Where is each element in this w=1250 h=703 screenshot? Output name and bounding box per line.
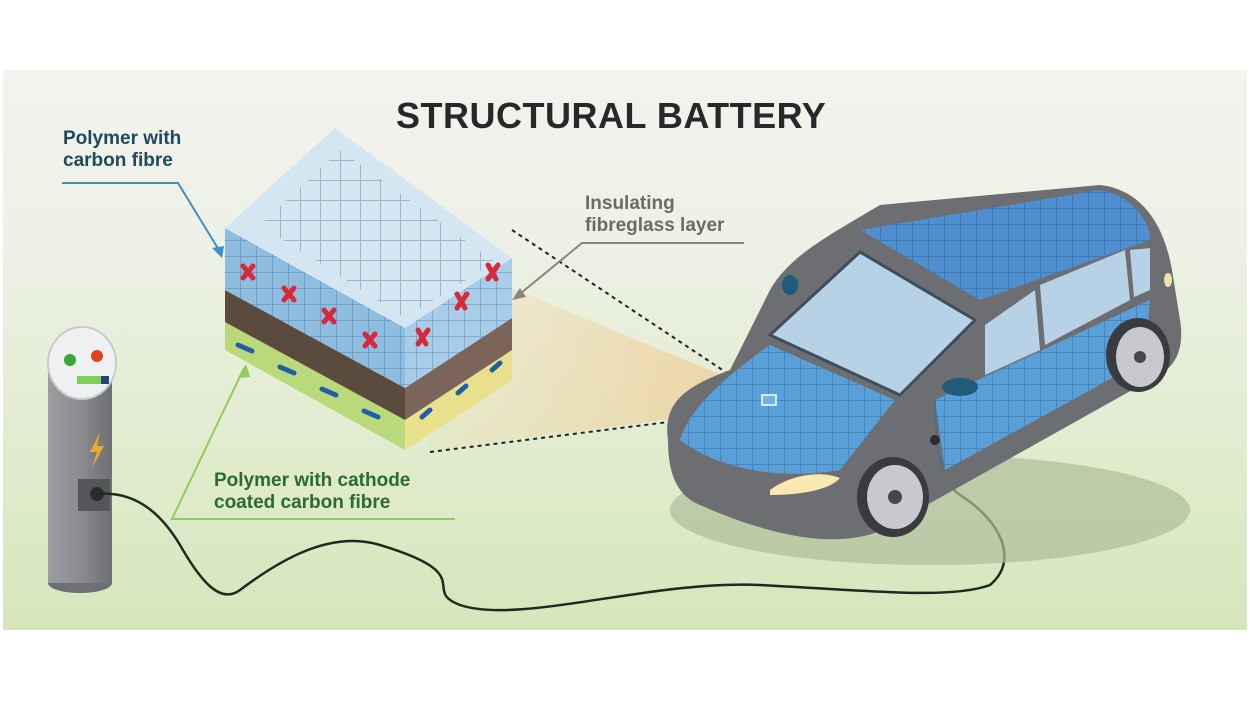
leader-line-cathode: [170, 367, 455, 520]
positive-charge-markers: [240, 262, 501, 349]
indicator-light-green: [64, 354, 76, 366]
zoom-dotted-line: [511, 229, 761, 396]
electric-car: [667, 185, 1190, 565]
car-side-window: [985, 290, 1040, 375]
lightning-bolt-icon: [90, 432, 104, 468]
zoom-dotted-line: [429, 407, 781, 453]
insulating-layer-front: [225, 290, 405, 420]
arrowhead-top: [212, 246, 224, 258]
label-insulating-layer: Insulating fibreglass layer: [585, 193, 724, 237]
diagram-title: STRUCTURAL BATTERY: [396, 95, 827, 136]
charge-level-display: [77, 376, 109, 384]
charging-station: [47, 326, 117, 593]
battery-cell-block: [225, 128, 512, 450]
cathode-layer-front: [225, 320, 405, 450]
car-windscreen: [767, 250, 978, 397]
leader-line-insulating: [514, 242, 744, 299]
label-line: coated carbon fibre: [214, 492, 391, 513]
label-line: fibreglass layer: [585, 215, 725, 236]
label-line: Polymer with cathode: [214, 470, 411, 491]
car-wheel-rear: [1106, 318, 1170, 392]
car-wheel-front: [857, 457, 929, 537]
car-headlight: [770, 474, 840, 495]
arrowhead-insulating: [512, 288, 526, 300]
arrowhead-cathode: [238, 364, 250, 378]
indicator-light-red: [91, 350, 103, 362]
car-charge-port: [930, 435, 940, 445]
cathode-layer-side: [405, 350, 512, 450]
label-top-layer: Polymer with carbon fibre: [63, 128, 181, 172]
label-line: carbon fibre: [63, 150, 173, 171]
negative-charge-markers: [235, 342, 503, 420]
leader-line-top: [62, 182, 223, 256]
label-line: Insulating: [585, 193, 675, 214]
car-mirror: [782, 275, 798, 295]
label-line: Polymer with: [63, 128, 182, 149]
label-cathode-layer: Polymer with cathode coated carbon fibre: [214, 470, 410, 514]
insulating-layer-side: [405, 318, 512, 420]
